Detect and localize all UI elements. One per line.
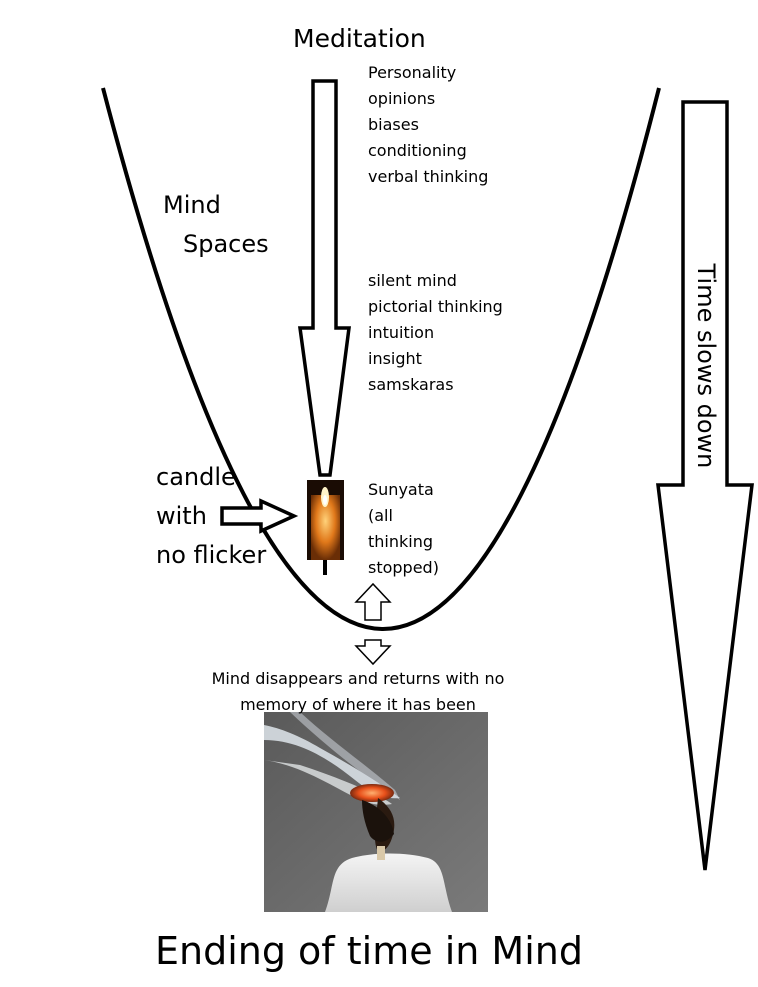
stage-item: silent mind [368, 268, 503, 294]
time-arrow [658, 102, 752, 870]
stage-item: Personality [368, 60, 488, 86]
stage-top-list: Personality opinions biases conditioning… [368, 60, 488, 190]
candle-caption-line: with [156, 497, 266, 536]
stage-item: pictorial thinking [368, 294, 503, 320]
stage-item: Sunyata [368, 477, 439, 503]
stage-item: verbal thinking [368, 164, 488, 190]
stage-item: conditioning [368, 138, 488, 164]
candle-image [307, 480, 344, 575]
stage-item: biases [368, 112, 488, 138]
stage-item: thinking [368, 529, 439, 555]
stage-item: stopped) [368, 555, 439, 581]
mind-disappears-caption: Mind disappears and returns with no memo… [198, 666, 518, 718]
stage-bottom-list: Sunyata (all thinking stopped) [368, 477, 439, 581]
candle-caption-line: no flicker [156, 536, 266, 575]
candle-caption: candle with no flicker [156, 458, 266, 575]
stage-item: opinions [368, 86, 488, 112]
stage-item: samskaras [368, 372, 503, 398]
spaces-label: Spaces [183, 232, 269, 256]
stage-item: insight [368, 346, 503, 372]
stage-middle-list: silent mind pictorial thinking intuition… [368, 268, 503, 398]
mind-label: Mind [163, 193, 221, 217]
extinguished-candle-photo [264, 712, 488, 912]
time-slows-label: Time slows down [694, 264, 718, 469]
candle-caption-line: candle [156, 458, 266, 497]
stage-item: (all [368, 503, 439, 529]
meditation-title: Meditation [293, 26, 426, 51]
meditation-arrow [300, 81, 349, 475]
ending-title: Ending of time in Mind [155, 932, 583, 970]
stage-item: intuition [368, 320, 503, 346]
